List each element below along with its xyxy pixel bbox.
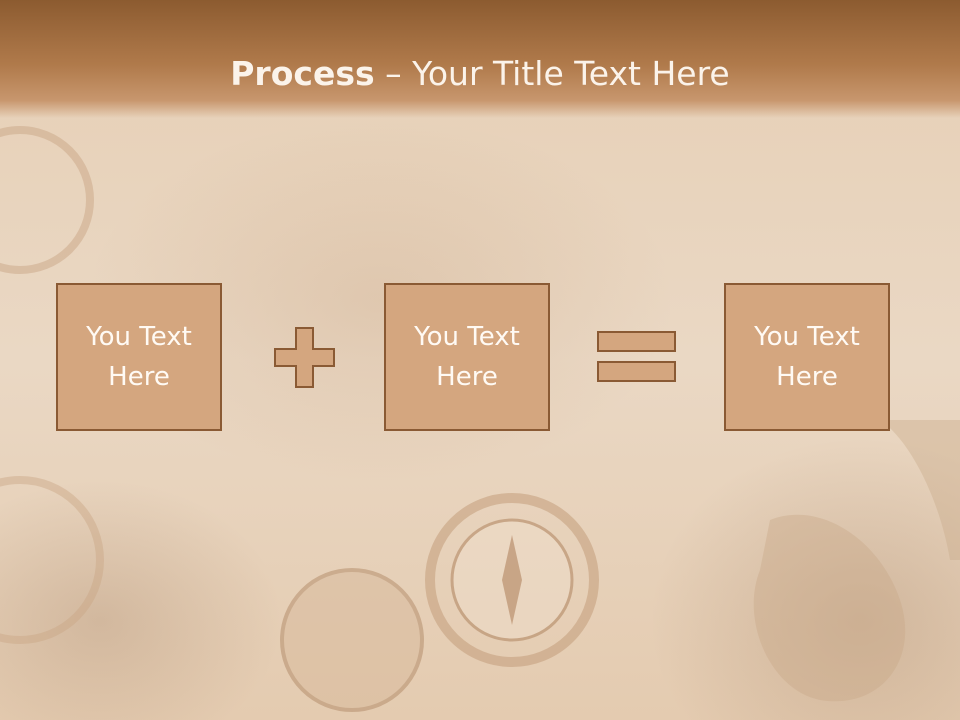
equals-icon [597,331,676,382]
process-box-2[interactable]: You Text Here [384,283,550,431]
process-box-3-text: You Text Here [754,322,860,392]
title-bar [0,0,960,118]
process-box-1[interactable]: You Text Here [56,283,222,431]
title-bold-text: Process [230,54,375,93]
process-box-1-text: You Text Here [86,322,192,392]
process-box-3[interactable]: You Text Here [724,283,890,431]
title-rest-text: – Your Title Text Here [374,54,730,93]
process-box-2-text: You Text Here [414,322,520,392]
slide-title[interactable]: Process – Your Title Text Here [0,52,960,96]
plus-icon [274,327,335,388]
